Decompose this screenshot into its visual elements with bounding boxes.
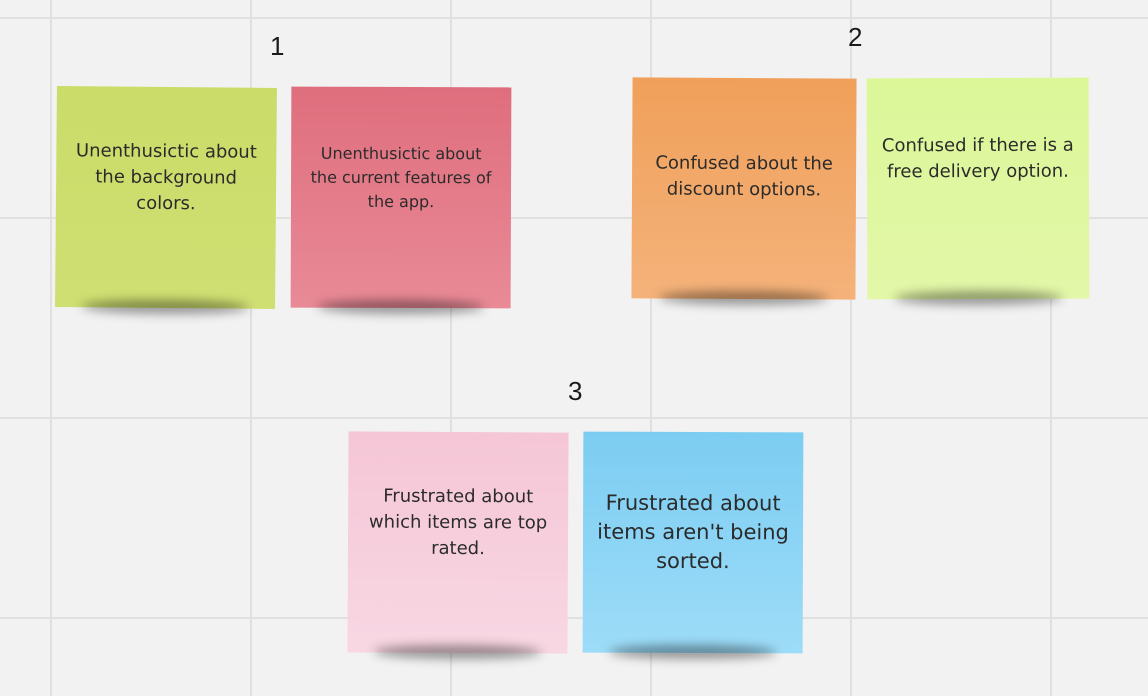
sticky-note[interactable]: Frustrated about items aren't being sort…	[582, 431, 804, 654]
sticky-note-text: Frustrated about items aren't being sort…	[597, 490, 789, 574]
group-label-2: 2	[848, 22, 863, 52]
sticky-note[interactable]: Confused about the discount options.	[631, 77, 857, 300]
sticky-note-text: Confused about the discount options.	[655, 152, 833, 200]
sticky-note[interactable]: Confused if there is a free delivery opt…	[866, 77, 1090, 300]
sticky-note-text: Unenthusictic about the current features…	[310, 143, 492, 211]
sticky-note[interactable]: Unenthusictic about the background color…	[55, 86, 277, 309]
group-label-3: 3	[568, 376, 583, 406]
sticky-note[interactable]: Frustrated about which items are top rat…	[347, 431, 569, 654]
group-label-1: 1	[270, 31, 285, 61]
sticky-note-text: Frustrated about which items are top rat…	[368, 485, 548, 559]
sticky-note-text: Confused if there is a free delivery opt…	[881, 134, 1074, 182]
sticky-note-text: Unenthusictic about the background color…	[75, 139, 257, 214]
sticky-note[interactable]: Unenthusictic about the current features…	[290, 86, 512, 309]
